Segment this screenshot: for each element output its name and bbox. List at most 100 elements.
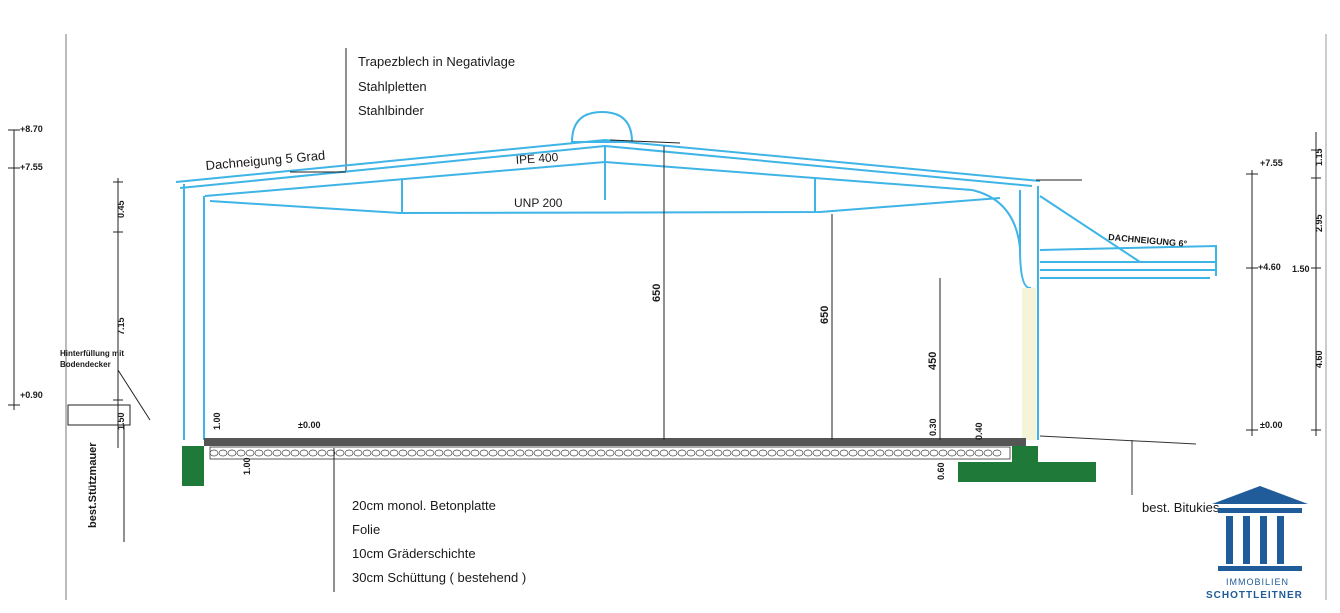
gravel-stone	[569, 449, 579, 457]
gravel-stone	[776, 449, 786, 457]
gravel-stone	[848, 449, 858, 457]
gravel-stone	[470, 449, 480, 457]
gravel-stone	[677, 449, 687, 457]
gravel-stone	[533, 449, 543, 457]
dim-floor-b: 1.00	[242, 457, 252, 475]
gravel-stone	[227, 449, 237, 457]
logo-pediment-icon	[1212, 486, 1308, 504]
gravel-stone	[578, 449, 588, 457]
dim-height-3: 450	[927, 352, 939, 370]
dim-height-2: 650	[819, 306, 831, 324]
gravel-stone	[371, 449, 381, 457]
gravel-stone	[740, 449, 750, 457]
label-backfill-line1: Hinterfüllung mit	[60, 349, 124, 358]
note-floor-line2: Folie	[352, 522, 380, 537]
note-floor-line4: 30cm Schüttung ( bestehend )	[352, 570, 526, 585]
gravel-stone	[722, 449, 732, 457]
dim-right-eave: +7.55	[1260, 158, 1283, 168]
steel-frame	[175, 138, 1217, 440]
label-unp: UNP 200	[514, 196, 563, 210]
label-bitumen: best. Bitukies	[1142, 500, 1220, 515]
gravel-stone	[407, 449, 417, 457]
gravel-stone	[974, 449, 984, 457]
gravel-stone	[560, 449, 570, 457]
gravel-stone	[803, 449, 813, 457]
foundation-right	[1012, 446, 1038, 462]
gravel-stone	[209, 449, 219, 457]
gravel-stone	[416, 449, 426, 457]
company-logo: IMMOBILIEN SCHOTTLEITNER	[1206, 486, 1308, 601]
gravel-stone	[524, 449, 534, 457]
label-backfill-line2: Bodendecker	[60, 360, 111, 369]
gravel-stone	[461, 449, 471, 457]
foundation-right-footing	[958, 462, 1096, 482]
label-retaining-wall: best.Stützmauer	[87, 442, 99, 528]
gravel-stone	[344, 449, 354, 457]
right-dimension-chain	[1246, 132, 1321, 436]
note-roof-line3: Stahlbinder	[358, 103, 424, 118]
note-roof-line2: Stahlpletten	[358, 79, 427, 94]
gravel-stone	[830, 449, 840, 457]
dim-left-low: +0.90	[20, 390, 43, 400]
left-dimension-chain	[8, 129, 123, 448]
ridge-marker	[609, 139, 681, 144]
gravel-stone	[668, 449, 678, 457]
dim-height-1: 650	[651, 284, 663, 302]
gravel-stone	[947, 449, 957, 457]
gravel-stone	[506, 449, 516, 457]
gravel-stone	[875, 449, 885, 457]
gravel-stone	[614, 449, 624, 457]
gravel-stone	[884, 449, 894, 457]
gravel-stone	[911, 449, 921, 457]
gravel-stone	[920, 449, 930, 457]
gravel-stone	[245, 449, 255, 457]
gravel-stone	[902, 449, 912, 457]
retaining-wall-cap	[67, 404, 131, 426]
gravel-stone	[488, 449, 498, 457]
gravel-stone	[362, 449, 372, 457]
floor-slab	[204, 438, 1026, 446]
logo-line2: SCHOTTLEITNER	[1206, 590, 1303, 601]
gravel-stone	[938, 449, 948, 457]
gravel-stone	[659, 449, 669, 457]
gravel-stone	[632, 449, 642, 457]
gravel-stone	[380, 449, 390, 457]
gravel-stone	[704, 449, 714, 457]
logo-line1: IMMOBILIEN	[1226, 577, 1289, 587]
dim-right-seg1: 1.15	[1314, 148, 1324, 166]
gravel-stone	[452, 449, 462, 457]
dim-left-seg3: 1.50	[116, 412, 126, 430]
gravel-stone	[326, 449, 336, 457]
gravel-stone	[398, 449, 408, 457]
gravel-stone	[587, 449, 597, 457]
gravel-stone	[290, 449, 300, 457]
dim-right-seg3: 4.60	[1314, 350, 1324, 368]
gravel-stone	[794, 449, 804, 457]
dim-left-seg2: 7.15	[116, 317, 126, 335]
note-roof-line1: Trapezblech in Negativlage	[358, 54, 515, 69]
gravel-stone	[596, 449, 606, 457]
gravel-stone	[623, 449, 633, 457]
gravel-stone	[812, 449, 822, 457]
gravel-stone	[317, 449, 327, 457]
gravel-stone	[758, 449, 768, 457]
gravel-stone	[821, 449, 831, 457]
gravel-stone	[956, 449, 966, 457]
gravel-stone	[695, 449, 705, 457]
gravel-stone	[713, 449, 723, 457]
gravel-stone	[641, 449, 651, 457]
gravel-pattern	[209, 449, 1002, 457]
note-floor-line3: 10cm Gräderschichte	[352, 546, 476, 561]
ground-line-right	[1039, 435, 1197, 445]
gravel-stone	[479, 449, 489, 457]
gravel-stone	[929, 449, 939, 457]
gravel-stone	[353, 449, 363, 457]
dim-right-seg2: 2.95	[1314, 214, 1324, 232]
note-floor-line1: 20cm monol. Betonplatte	[352, 498, 496, 513]
dim-left-eave: +7.55	[20, 162, 43, 172]
gravel-stone	[983, 449, 993, 457]
dim-right-b: 0.40	[974, 422, 984, 440]
gravel-stone	[515, 449, 525, 457]
gravel-layer	[209, 446, 1011, 460]
gravel-stone	[731, 449, 741, 457]
